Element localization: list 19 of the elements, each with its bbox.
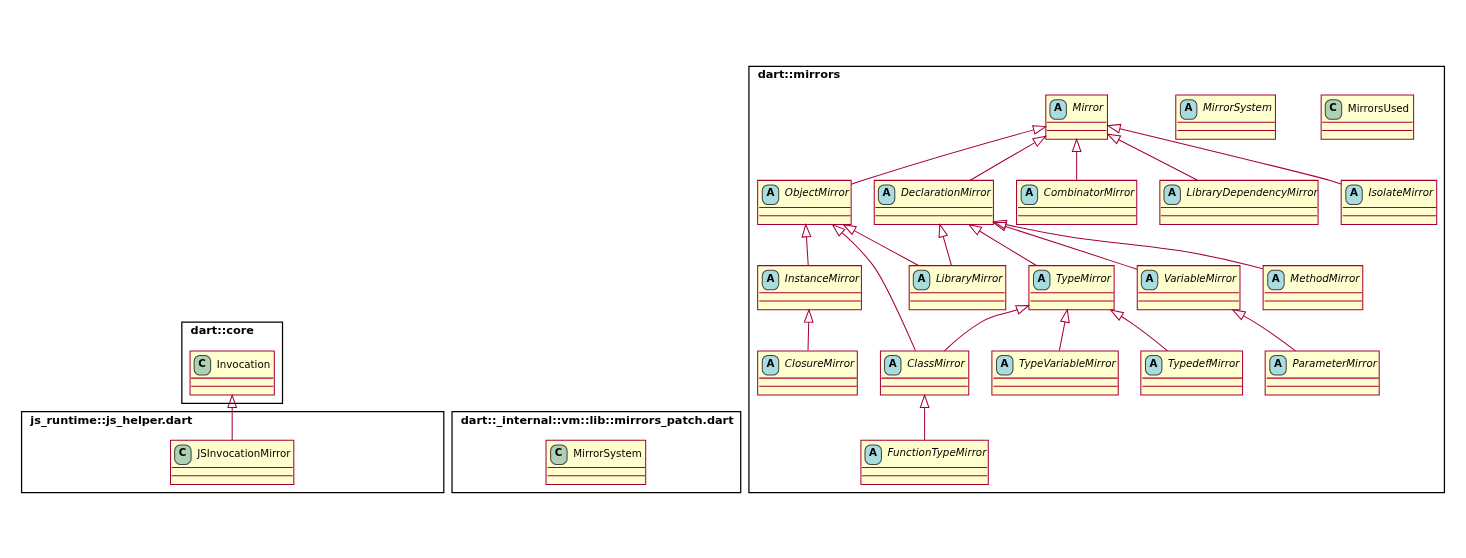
arrow [1106,123,1342,184]
arrow [967,223,1037,266]
arrow [1058,307,1070,351]
arrow [969,135,1047,181]
arrow [842,223,919,266]
arrow [1231,308,1296,351]
arrow [227,393,238,441]
arrow [992,221,1138,270]
arrow [992,219,1264,269]
arrow [850,124,1048,185]
arrow [1071,137,1082,180]
arrow [938,222,952,266]
arrow [1109,308,1169,351]
arrow [919,393,930,441]
arrow [801,222,812,266]
arrow [1106,132,1199,181]
arrow [831,223,916,351]
arrow [944,304,1031,351]
arrow [803,307,814,351]
